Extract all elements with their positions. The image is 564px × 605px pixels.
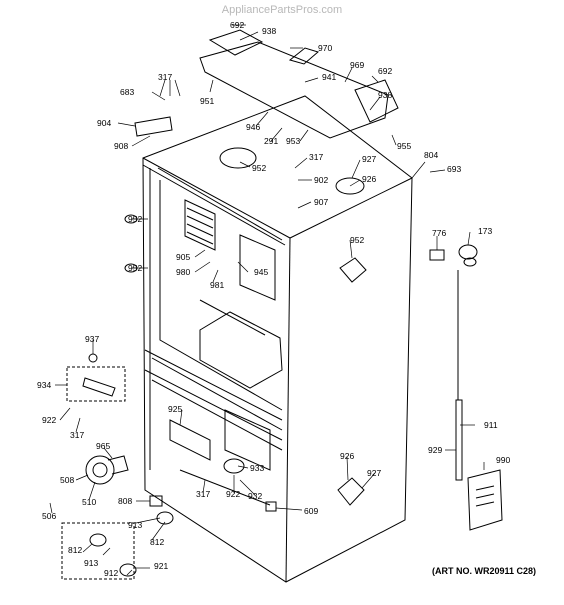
callout-317: 317: [158, 72, 172, 82]
callout-946: 946: [246, 122, 260, 132]
watermark-text: AppliancePartsPros.com: [221, 4, 343, 16]
callout-683: 683: [120, 87, 134, 97]
callout-913: 913: [84, 558, 98, 568]
interior-details: [169, 199, 283, 506]
callout-925: 925: [168, 404, 182, 414]
callout-804: 804: [424, 150, 438, 160]
callout-776: 776: [432, 228, 446, 238]
callout-927: 927: [362, 154, 376, 164]
callout-692: 692: [378, 66, 392, 76]
callout-970: 970: [318, 43, 332, 53]
left-components: [61, 116, 174, 580]
leader-lines: [49, 24, 485, 576]
callout-506: 506: [42, 511, 56, 521]
callout-317: 317: [309, 152, 323, 162]
callout-291: 291: [264, 136, 278, 146]
callout-913: 913: [128, 520, 142, 530]
callout-926: 926: [362, 174, 376, 184]
callout-937: 937: [85, 334, 99, 344]
callout-922: 922: [226, 489, 240, 499]
callout-812: 812: [150, 537, 164, 547]
callout-927: 927: [367, 468, 381, 478]
callout-926: 926: [340, 451, 354, 461]
callout-965: 965: [96, 441, 110, 451]
callout-812: 812: [68, 545, 82, 555]
callout-955: 955: [397, 141, 411, 151]
top-cover: [199, 29, 399, 139]
art-number: (ART NO. WR20911 C28): [432, 566, 537, 576]
callout-952: 952: [350, 235, 364, 245]
callout-907: 907: [314, 197, 328, 207]
callout-952: 952: [128, 214, 142, 224]
callout-945: 945: [254, 267, 268, 277]
callout-911: 911: [484, 420, 498, 430]
side-components: [429, 244, 503, 531]
callout-953: 953: [286, 136, 300, 146]
callout-981: 981: [210, 280, 224, 290]
callout-922: 922: [42, 415, 56, 425]
callout-969: 969: [350, 60, 364, 70]
callout-951: 951: [200, 96, 214, 106]
callout-510: 510: [82, 497, 96, 507]
callout-938: 938: [262, 26, 276, 36]
callout-941: 941: [322, 72, 336, 82]
callout-990: 990: [496, 455, 510, 465]
callout-980: 980: [176, 267, 190, 277]
callout-933: 933: [250, 463, 264, 473]
callout-808: 808: [118, 496, 132, 506]
callout-921: 921: [154, 561, 168, 571]
callout-929: 929: [428, 445, 442, 455]
callout-934: 934: [37, 380, 51, 390]
callout-932: 932: [248, 491, 262, 501]
callout-173: 173: [478, 226, 492, 236]
damper-parts: [219, 147, 367, 512]
callout-952: 952: [128, 263, 142, 273]
callout-508: 508: [60, 475, 74, 485]
callout-902: 902: [314, 175, 328, 185]
callout-912: 912: [104, 568, 118, 578]
callout-317: 317: [70, 430, 84, 440]
callout-labels: 692 938 970 969 692 941 938 317 683 951 904 908 946 2…: [37, 20, 510, 578]
callout-317: 317: [196, 489, 210, 499]
callout-904: 904: [97, 118, 111, 128]
callout-952: 952: [252, 163, 266, 173]
callout-609: 609: [304, 506, 318, 516]
callout-693: 693: [447, 164, 461, 174]
callout-908: 908: [114, 141, 128, 151]
callout-905: 905: [176, 252, 190, 262]
callout-692: 692: [230, 20, 244, 30]
callout-938: 938: [378, 90, 392, 100]
cabinet-outline: [142, 95, 413, 583]
